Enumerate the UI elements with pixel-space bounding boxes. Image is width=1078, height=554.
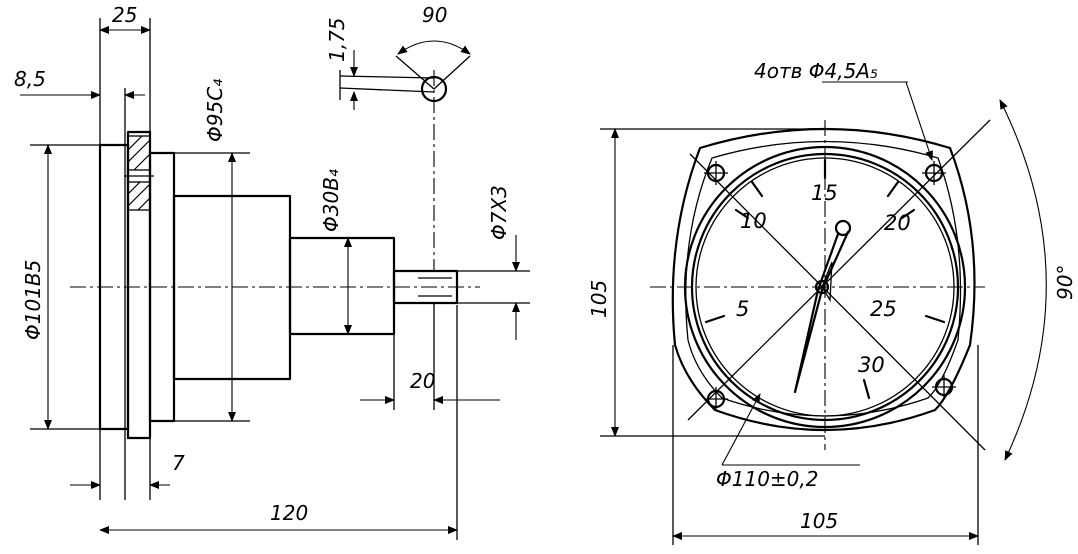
- holes-note-label: 4отв Φ4,5A₅: [754, 59, 878, 83]
- dim-105-vertical-label: 105: [587, 280, 611, 318]
- dim-95-label: Φ95C₄: [203, 79, 227, 142]
- rear-hub: [288, 236, 396, 336]
- scale-label-20: 20: [884, 211, 911, 235]
- inner-flange-edge: [685, 140, 962, 417]
- pointer-needle: [793, 219, 852, 394]
- angle-90-arc-side: [397, 40, 471, 55]
- ring-hatching: [124, 135, 154, 211]
- front-angle-90-label: 90°: [1053, 265, 1077, 300]
- scale-label-5: 5: [736, 297, 749, 321]
- dim-30-label: Φ30B₄: [319, 169, 343, 232]
- scale-label-30: 30: [858, 353, 885, 377]
- dim-105-horizontal-label: 105: [800, 509, 838, 533]
- scale-label-25: 25: [870, 297, 897, 321]
- dim-25-label: 25: [112, 3, 137, 27]
- scale-label-10: 10: [740, 209, 767, 233]
- outer-flange: [671, 127, 976, 432]
- dim-101-label: Φ101B5: [21, 260, 45, 340]
- dim-120-label: 120: [270, 501, 308, 525]
- dim-110-label: Φ110±0,2: [716, 467, 818, 491]
- dim-7-label: 7: [172, 451, 185, 475]
- side-angle-90-label: 90: [422, 3, 447, 27]
- scale-label-15: 15: [811, 181, 838, 205]
- angle-90-arc-front: [999, 99, 1047, 461]
- shaft: [392, 269, 459, 305]
- dim-1-75-label: 1,75: [325, 17, 349, 62]
- dim-7x3-label: Φ7X3: [487, 185, 511, 240]
- front-view: 15 10 20 5 25 30 4отв Φ4,5A₅ 105 105 Φ11…: [587, 59, 1077, 545]
- scale-ticks: [704, 158, 946, 400]
- mounting-holes: [704, 161, 956, 411]
- mounting-ring: [126, 130, 152, 440]
- side-view: 25 8,5 Φ101B5 Φ95C₄ Φ30B₄ Φ7X3 1,75 90 7…: [14, 3, 530, 540]
- dim-8-5-label: 8,5: [14, 67, 46, 91]
- dim-20-label: 20: [410, 369, 435, 393]
